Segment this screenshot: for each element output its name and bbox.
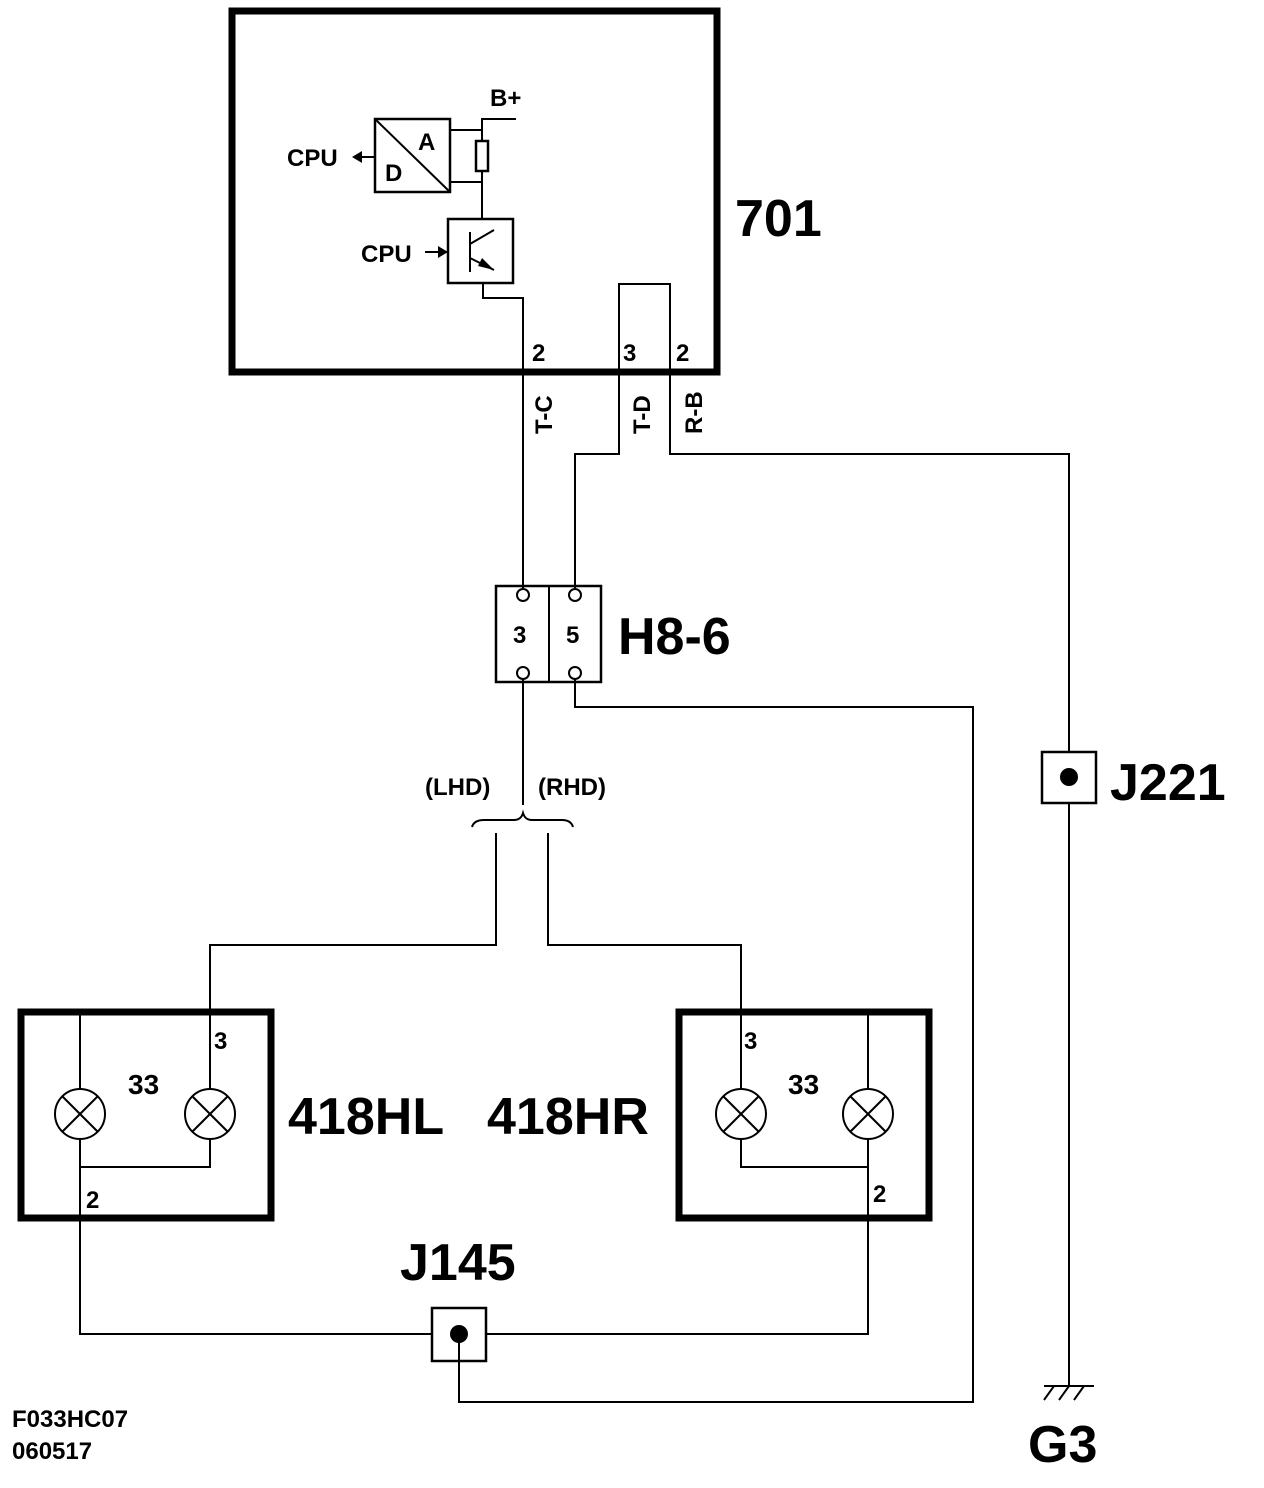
connector-pin-icon — [568, 588, 582, 602]
bulb-icon — [842, 1088, 894, 1140]
b-plus-label: B+ — [490, 85, 521, 112]
bulb-icon — [715, 1088, 767, 1140]
lamp-id: 418HR — [487, 1088, 649, 1146]
lamp-id: 418HL — [288, 1088, 444, 1146]
pin-3: 3 — [214, 1028, 227, 1055]
pin-2-rb: 2 — [676, 340, 689, 367]
b-plus-wire — [450, 118, 516, 131]
bulb-icon — [54, 1088, 106, 1140]
junction-id: J145 — [400, 1234, 516, 1292]
bulb-code: 33 — [128, 1069, 159, 1100]
ground-g3: G3 — [1028, 1385, 1097, 1474]
variant-lhd: (LHD) — [425, 774, 490, 801]
connector-h8-6: 3 5 H8-6 — [494, 584, 731, 684]
brace-icon — [471, 809, 574, 828]
junction-dot-icon — [1060, 768, 1078, 786]
connector-pin-icon — [568, 666, 582, 680]
wire-color-td: T-D — [629, 395, 656, 434]
module-701-housing — [228, 7, 721, 376]
wire-pin5-to-j145 — [458, 679, 974, 1403]
figure-code-line2: 060517 — [12, 1438, 92, 1465]
lamp-418hl: 33 3 2 418HL — [17, 1008, 444, 1222]
connector-pin-icon — [516, 588, 530, 602]
wire-418hr-to-j145 — [486, 1218, 869, 1335]
adc-diagonal — [374, 118, 451, 193]
arrow-right-icon — [438, 246, 448, 258]
adc-label-d: D — [385, 160, 402, 187]
wire-color-tc: T-C — [531, 395, 558, 434]
ground-id: G3 — [1028, 1416, 1097, 1474]
junction-j221: J221 — [1040, 750, 1226, 812]
adc-cpu-label: CPU — [287, 145, 338, 172]
arrow-left-icon — [352, 151, 362, 163]
module-id: 701 — [735, 190, 822, 248]
connector-pin-3: 3 — [513, 622, 526, 649]
wire-418hl-to-j145 — [79, 1218, 432, 1335]
wire-to-418hl — [209, 833, 497, 1012]
junction-id: J221 — [1110, 754, 1226, 812]
connector-pin-5: 5 — [566, 622, 579, 649]
pin-2-tc: 2 — [532, 340, 545, 367]
connector-pin-icon — [516, 666, 530, 680]
pin-2: 2 — [873, 1181, 886, 1208]
ground-icon — [1043, 1385, 1094, 1401]
figure-code-line1: F033HC07 — [12, 1406, 128, 1433]
bulb-code: 33 — [788, 1069, 819, 1100]
pin-3: 3 — [744, 1028, 757, 1055]
variant-rhd: (RHD) — [538, 774, 606, 801]
driver-block — [446, 217, 515, 285]
module-701: A D CPU B+ CPU 2 3 2 701 — [228, 7, 822, 376]
pin-2: 2 — [86, 1187, 99, 1214]
adc-label-a: A — [418, 129, 435, 156]
pin-3-td: 3 — [623, 340, 636, 367]
wire-rb — [669, 372, 1070, 752]
wire-to-418hr — [547, 833, 742, 1012]
bulb-icon — [184, 1088, 236, 1140]
lamp-418hr: 33 3 2 418HR — [487, 1008, 933, 1222]
connector-id: H8-6 — [618, 608, 731, 666]
wire-td — [574, 372, 620, 588]
resistor-icon — [474, 139, 490, 173]
wire-color-rb: R-B — [681, 391, 708, 434]
junction-dot-icon — [450, 1325, 468, 1343]
adc-block — [373, 117, 452, 194]
junction-j145: J145 — [400, 1234, 516, 1363]
driver-cpu-label: CPU — [361, 241, 412, 268]
